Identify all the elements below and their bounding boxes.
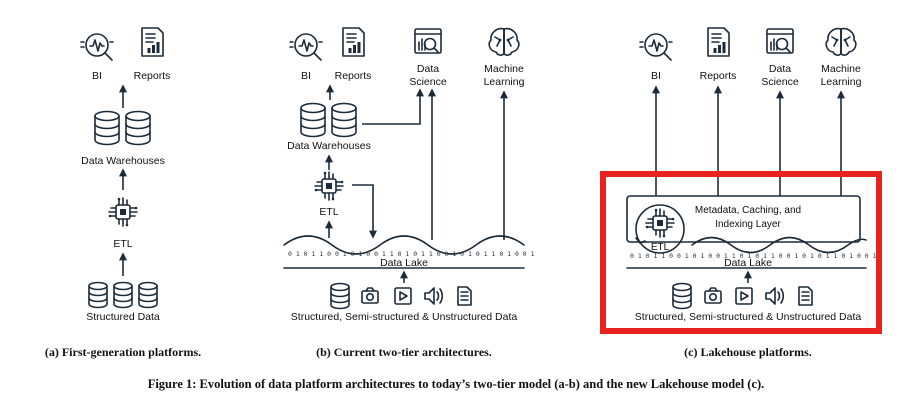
machine-learning-brain-icon	[488, 27, 520, 56]
lake-wave	[283, 235, 525, 255]
source-label: Structured Data	[86, 311, 160, 323]
document-icon	[457, 286, 472, 306]
camera-icon	[361, 287, 379, 304]
reports-icon	[141, 27, 164, 57]
etl-chip-icon	[644, 207, 676, 239]
caption-b: (b) Current two-tier architectures.	[316, 345, 492, 359]
document-icon	[798, 286, 813, 306]
reports-label: Reports	[700, 70, 737, 82]
lake-label: Data Lake	[724, 257, 772, 269]
data-science-label-line1: Data	[417, 63, 439, 75]
source-label: Structured, Semi-structured & Unstructur…	[635, 311, 862, 323]
etl-label: ETL	[113, 238, 132, 250]
etl-cycle	[635, 204, 685, 254]
caption-c: (c) Lakehouse platforms.	[684, 345, 812, 359]
source-label: Structured, Semi-structured & Unstructur…	[291, 311, 518, 323]
reports-icon	[707, 27, 730, 57]
reports-icon	[342, 27, 365, 57]
ml-label-line1: Machine	[484, 63, 524, 75]
database-icon	[300, 102, 326, 138]
metadata-layer-box	[626, 195, 861, 243]
etl-label: ETL	[651, 242, 670, 253]
ml-label-line2: Learning	[484, 76, 525, 88]
reports-label: Reports	[134, 70, 171, 82]
data-science-icon	[766, 28, 794, 54]
database-icon	[125, 110, 151, 146]
database-icon	[88, 281, 108, 309]
lake-bits: 0 1 0 1 1 0 0 1 0 1 0 0 1 1 0 1 0 1 1 0 …	[288, 250, 535, 258]
warehouses-label: Data Warehouses	[287, 140, 371, 152]
etl-label: ETL	[319, 206, 338, 218]
etl-chip-icon	[313, 170, 345, 202]
etl-chip-icon	[107, 196, 139, 228]
database-icon	[138, 281, 158, 309]
database-icon	[331, 102, 357, 138]
panel-a: BI Reports Data Warehouses ETL Structure…	[45, 27, 201, 359]
metadata-label-line1: Metadata, Caching, and	[695, 205, 801, 216]
audio-icon	[424, 287, 444, 305]
camera-icon	[704, 287, 722, 304]
reports-label: Reports	[335, 70, 372, 82]
audio-icon	[765, 287, 785, 305]
ml-label-line2: Learning	[821, 76, 862, 88]
play-icon	[735, 287, 753, 305]
bi-label: BI	[651, 70, 661, 82]
database-icon	[113, 281, 133, 309]
data-science-icon	[414, 28, 442, 54]
figure-caption: Figure 1: Evolution of data platform arc…	[148, 377, 765, 391]
metadata-label-line2: Indexing Layer	[715, 219, 781, 230]
lakehouse-highlight-box	[600, 171, 882, 334]
database-icon	[672, 282, 692, 310]
arrow-warehouse-to-ds	[362, 88, 424, 125]
machine-learning-brain-icon	[825, 27, 857, 56]
database-icon	[94, 110, 120, 146]
bi-label: BI	[92, 70, 102, 82]
lake-label: Data Lake	[380, 257, 428, 269]
bi-search-icon	[289, 33, 323, 61]
database-icon	[330, 282, 350, 310]
data-science-label-line1: Data	[769, 63, 791, 75]
panel-c: BI Reports Data Science Machine Learning…	[600, 27, 882, 359]
data-science-label-line2: Science	[409, 76, 447, 88]
arrow-etl-to-lake	[352, 184, 377, 239]
lake-bits: 0 1 0 1 1 0 0 1 0 1 0 0 1 1 0 1 0 1 1 0 …	[630, 252, 877, 260]
bi-search-icon	[80, 33, 114, 61]
panel-b: BI Reports Data Science Machine Learning…	[283, 27, 535, 359]
bi-label: BI	[301, 70, 311, 82]
ml-label-line1: Machine	[821, 63, 861, 75]
bi-search-icon	[639, 33, 673, 61]
caption-a: (a) First-generation platforms.	[45, 345, 201, 359]
play-icon	[394, 287, 412, 305]
data-science-label-line2: Science	[761, 76, 799, 88]
etl-cycle-arrowhead	[635, 237, 646, 244]
warehouses-label: Data Warehouses	[81, 155, 165, 167]
lake-wave	[691, 236, 867, 254]
